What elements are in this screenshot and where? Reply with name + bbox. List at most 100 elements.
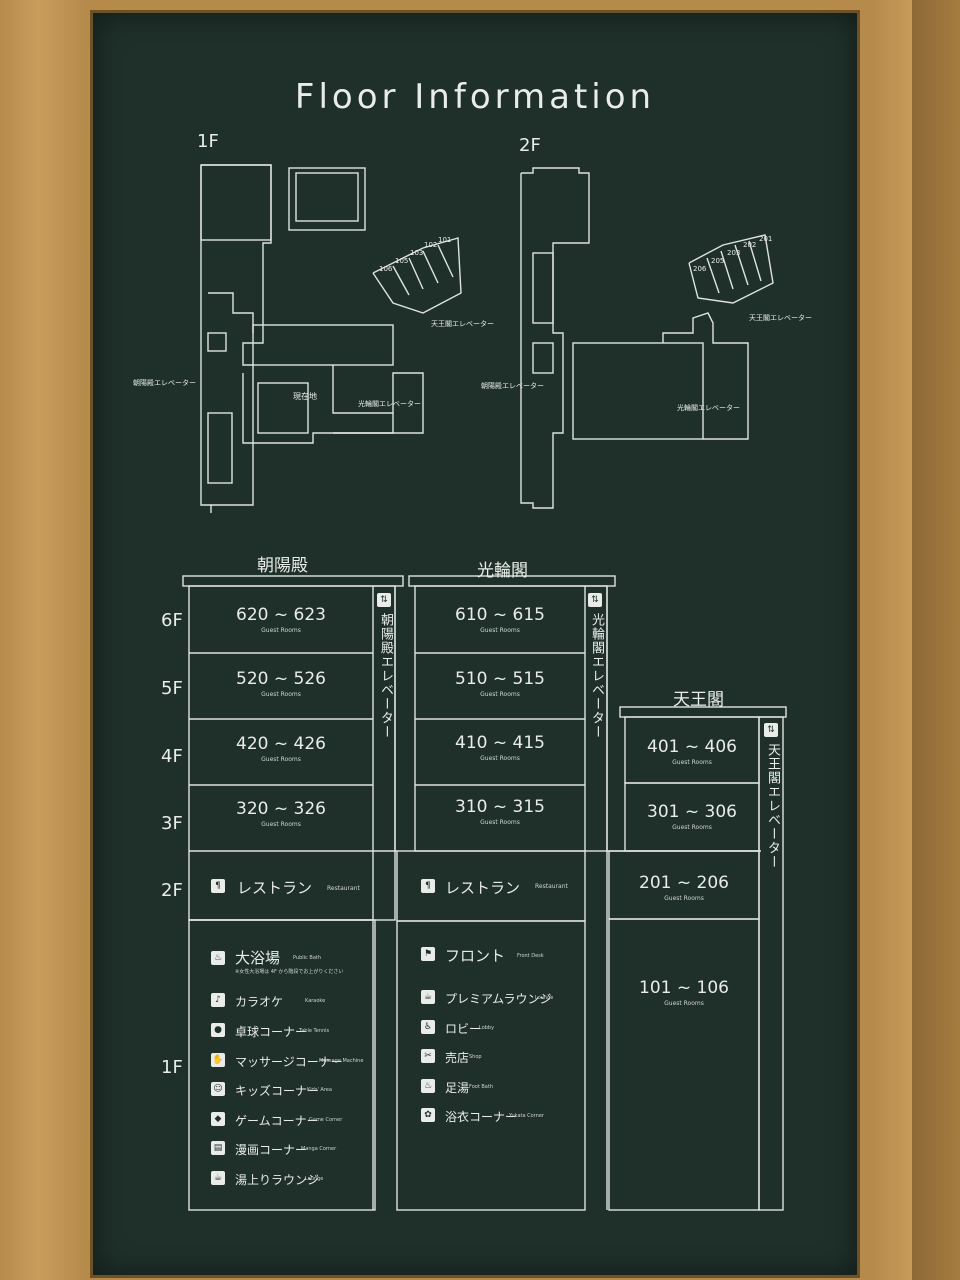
- yukata-icon: ✿: [421, 1108, 435, 1122]
- massage-icon: ✋: [211, 1053, 225, 1067]
- karaoke-icon: ♪: [211, 993, 225, 1007]
- chouyouden-4f-rooms: 420 ~ 426: [236, 734, 326, 754]
- restaurant-icon: ¶: [421, 879, 435, 893]
- facility-manga: 漫画コーナー: [235, 1143, 308, 1157]
- facility-massage: マッサージコーナー: [235, 1055, 343, 1069]
- tennoukaku-4f-rooms: 401 ~ 406: [647, 737, 737, 757]
- tennoukaku-elevator: 天王閣エレベーター: [765, 743, 780, 869]
- floor1-map-label: 1F: [197, 131, 219, 152]
- front-desk-icon: ⚑: [421, 947, 435, 961]
- facility-public-bath: 大浴場: [235, 949, 281, 967]
- facility-game-en: Game Corner: [309, 1117, 343, 1123]
- guest-rooms-label: Guest Rooms: [261, 821, 301, 828]
- tennoukaku-1f-rooms: 101 ~ 106: [639, 978, 729, 998]
- facility-game: ゲームコーナー: [235, 1114, 319, 1128]
- floor-label-6f: 6F: [161, 610, 183, 631]
- floor-label-4f: 4F: [161, 746, 183, 767]
- guest-rooms-label: Guest Rooms: [261, 691, 301, 698]
- map-room-101: 101: [438, 236, 452, 244]
- facility-lounge-en: Lounge: [305, 1176, 324, 1182]
- facility-foot-bath-en: Foot Bath: [469, 1084, 493, 1090]
- kourinkaku-6f-rooms: 610 ~ 615: [455, 605, 545, 625]
- guest-rooms-label: Guest Rooms: [480, 819, 520, 826]
- restaurant-chouyouden-en: Restaurant: [327, 885, 360, 892]
- guest-rooms-label: Guest Rooms: [672, 824, 712, 831]
- kourinkaku-4f-rooms: 410 ~ 415: [455, 733, 545, 753]
- tennoukaku-3f-rooms: 301 ~ 306: [647, 802, 737, 822]
- floor-label-1f: 1F: [161, 1057, 183, 1078]
- foot-bath-icon: ♨: [421, 1079, 435, 1093]
- building-tennoukaku: 天王閣: [673, 690, 724, 710]
- elevator-icon: ⇅: [764, 723, 778, 737]
- floor2-map: [520, 167, 774, 509]
- chouyouden-elevator: 朝陽殿エレベーター: [378, 613, 393, 739]
- lobby-icon: ♿: [421, 1020, 435, 1034]
- map-room-102: 102: [424, 241, 438, 249]
- floor-label-3f: 3F: [161, 813, 183, 834]
- guest-rooms-label: Guest Rooms: [664, 895, 704, 902]
- facility-lobby-en: Lobby: [479, 1025, 495, 1031]
- facility-table-tennis: 卓球コーナー: [235, 1025, 308, 1039]
- facility-shop: 売店: [445, 1051, 470, 1065]
- restaurant-chouyouden: レストラン: [237, 879, 313, 897]
- building-chouyouden: 朝陽殿: [257, 556, 308, 576]
- map2-elevator-kourinkaku: 光輪閣エレベーター: [677, 404, 740, 412]
- elevator-icon: ⇅: [377, 593, 391, 607]
- map-room-106: 106: [379, 265, 393, 273]
- floor1-map: [200, 164, 462, 513]
- map-room-203: 203: [727, 249, 741, 257]
- bath-note: ※女性大浴場は 4F から階段でお上がりください: [235, 969, 344, 975]
- facility-front-desk-en: Front Desk: [517, 953, 544, 959]
- elevator-icon: ⇅: [588, 593, 602, 607]
- floor-information-board: Floor Information: [90, 10, 860, 1278]
- facility-manga-en: Manga Corner: [301, 1146, 337, 1152]
- table-tennis-icon: ●: [211, 1023, 225, 1037]
- kourinkaku-5f-rooms: 510 ~ 515: [455, 669, 545, 689]
- lounge-icon: ☕: [211, 1171, 225, 1185]
- guest-rooms-label: Guest Rooms: [664, 1000, 704, 1007]
- map-room-202: 202: [743, 241, 757, 249]
- guest-rooms-label: Guest Rooms: [261, 627, 301, 634]
- manga-icon: ▤: [211, 1141, 225, 1155]
- map1-elevator-kourinkaku: 光輪閣エレベーター: [358, 400, 421, 408]
- floor-label-2f: 2F: [161, 880, 183, 901]
- premium-lounge-icon: ☕: [421, 990, 435, 1004]
- building-kourinkaku: 光輪閣: [477, 561, 528, 581]
- facility-table-tennis-en: Table Tennis: [299, 1028, 330, 1034]
- facility-karaoke: カラオケ: [235, 995, 284, 1009]
- restaurant-kourinkaku-en: Restaurant: [535, 883, 568, 890]
- chouyouden-roof: [182, 575, 404, 587]
- guest-rooms-label: Guest Rooms: [480, 627, 520, 634]
- facility-premium-lounge-en: Lounge: [535, 995, 554, 1001]
- facility-karaoke-en: Karaoke: [305, 998, 326, 1004]
- chouyouden-6f-rooms: 620 ~ 623: [236, 605, 326, 625]
- board-title: Floor Information: [294, 77, 656, 117]
- facility-shop-en: Shop: [469, 1054, 482, 1060]
- map2-elevator-tennoukaku: 天王閣エレベーター: [749, 314, 812, 322]
- guest-rooms-label: Guest Rooms: [261, 756, 301, 763]
- facility-yukata: 浴衣コーナー: [445, 1110, 518, 1124]
- kourinkaku-elevator: 光輪閣エレベーター: [589, 613, 604, 739]
- guest-rooms-label: Guest Rooms: [480, 755, 520, 762]
- map-room-206: 206: [693, 265, 707, 273]
- chouyouden-5f-rooms: 520 ~ 526: [236, 669, 326, 689]
- floor-label-5f: 5F: [161, 678, 183, 699]
- map-room-105: 105: [395, 257, 409, 265]
- guest-rooms-label: Guest Rooms: [672, 759, 712, 766]
- facility-lounge: 湯上りラウンジ: [235, 1173, 320, 1187]
- map1-elevator-tennoukaku: 天王閣エレベーター: [431, 320, 494, 328]
- restaurant-icon: ¶: [211, 879, 225, 893]
- game-icon: ◆: [211, 1112, 225, 1126]
- facility-kids-en: Kids' Area: [307, 1087, 332, 1093]
- map1-elevator-chouyouden: 朝陽殿エレベーター: [133, 379, 196, 387]
- facility-public-bath-en: Public Bath: [293, 955, 322, 961]
- map2-elevator-chouyouden: 朝陽殿エレベーター: [481, 382, 544, 390]
- map-room-205: 205: [711, 257, 725, 265]
- wall: [912, 0, 960, 1280]
- map-room-201: 201: [759, 235, 773, 243]
- facility-premium-lounge: プレミアムラウンジ: [445, 992, 552, 1006]
- floor-maps: [182, 164, 787, 1211]
- facility-lobby: ロビー: [445, 1022, 482, 1036]
- kourinkaku-3f-rooms: 310 ~ 315: [455, 797, 545, 817]
- facility-kids: キッズコーナー: [235, 1084, 320, 1098]
